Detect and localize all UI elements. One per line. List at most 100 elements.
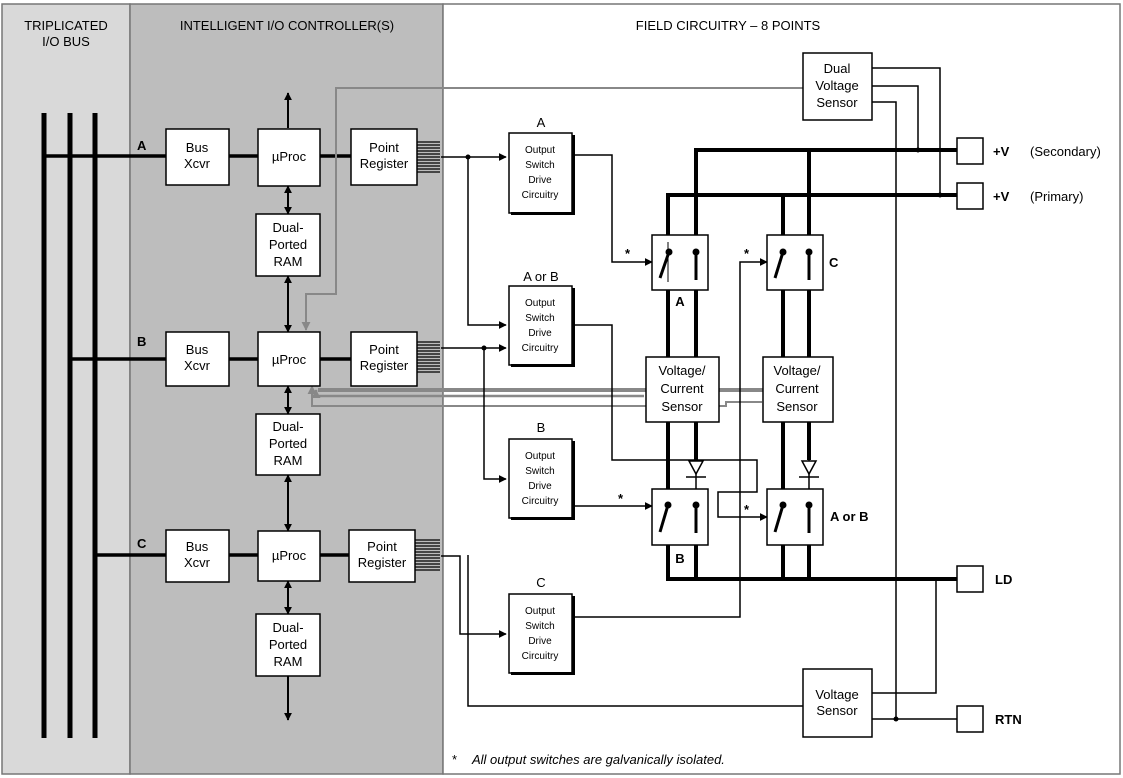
- svg-text:µProc: µProc: [272, 352, 307, 367]
- svg-text:B: B: [675, 551, 684, 566]
- channel-b-label: B: [137, 334, 146, 349]
- svg-text:Output: Output: [525, 145, 555, 156]
- svg-text:Switch: Switch: [525, 466, 554, 477]
- terminal-ld: LD: [956, 565, 1012, 593]
- svg-text:Output: Output: [525, 451, 555, 462]
- svg-text:A: A: [537, 115, 546, 130]
- switch-c: C: [766, 234, 839, 291]
- bus-xcvr-c: Bus Xcvr: [165, 529, 230, 583]
- svg-text:Bus: Bus: [186, 140, 209, 155]
- bus-header-line-1: TRIPLICATED: [24, 18, 108, 33]
- svg-text:Xcvr: Xcvr: [184, 156, 211, 171]
- svg-text:Dual: Dual: [824, 61, 851, 76]
- svg-text:Ported: Ported: [269, 436, 307, 451]
- svg-text:Ported: Ported: [269, 637, 307, 652]
- uproc-c: µProc: [257, 530, 321, 582]
- svg-text:A: A: [675, 294, 685, 309]
- power-rails: [666, 148, 957, 581]
- drive-circuit-a: A Output Switch Drive Circuitry: [508, 115, 575, 215]
- svg-text:Output: Output: [525, 298, 555, 309]
- svg-text:Dual-: Dual-: [272, 220, 303, 235]
- register-output-lines: [415, 141, 440, 571]
- svg-text:Sensor: Sensor: [816, 95, 858, 110]
- terminal-v-primary: +V (Primary): [956, 182, 1083, 210]
- switch-control-lines: [575, 154, 768, 618]
- svg-text:Circuitry: Circuitry: [522, 651, 559, 662]
- asterisk-mark: *: [744, 502, 750, 517]
- point-register-c: Point Register: [348, 529, 416, 583]
- bus-header-line-2: I/O BUS: [42, 34, 90, 49]
- vi-sensor-right: Voltage/ Current Sensor: [762, 356, 834, 423]
- bus-xcvr-b: Bus Xcvr: [165, 331, 230, 387]
- svg-text:RAM: RAM: [274, 654, 303, 669]
- diode-ab: [799, 460, 819, 489]
- bus-xcvr-a: Bus Xcvr: [165, 128, 230, 186]
- svg-text:A or B: A or B: [523, 269, 558, 284]
- controller-header: INTELLIGENT I/O CONTROLLER(S): [180, 18, 394, 33]
- svg-text:Sensor: Sensor: [816, 703, 858, 718]
- svg-text:Output: Output: [525, 606, 555, 617]
- svg-text:Drive: Drive: [528, 175, 552, 186]
- uproc-b: µProc: [257, 331, 321, 387]
- svg-text:RTN: RTN: [995, 712, 1022, 727]
- svg-text:Drive: Drive: [528, 328, 552, 339]
- svg-text:Switch: Switch: [525, 160, 554, 171]
- svg-text:Bus: Bus: [186, 342, 209, 357]
- svg-text:Xcvr: Xcvr: [184, 555, 211, 570]
- asterisk-mark: *: [625, 246, 631, 261]
- diode-b: [686, 460, 706, 489]
- junction-dot: [481, 345, 487, 351]
- footnote-text: All output switches are galvanically iso…: [471, 752, 725, 767]
- junction-dot: [937, 192, 943, 198]
- terminal-v-secondary: +V (Secondary): [956, 137, 1101, 165]
- svg-text:Switch: Switch: [525, 313, 554, 324]
- drive-circuit-a-or-b: A or B Output Switch Drive Circuitry: [508, 269, 575, 367]
- asterisk-mark: *: [744, 246, 750, 261]
- svg-text:Circuitry: Circuitry: [522, 343, 559, 354]
- junction-dot: [465, 154, 471, 160]
- svg-text:C: C: [829, 255, 839, 270]
- svg-text:Sensor: Sensor: [776, 399, 818, 414]
- svg-text:RAM: RAM: [274, 254, 303, 269]
- svg-text:Register: Register: [358, 555, 407, 570]
- drive-signal-lines: [441, 153, 803, 707]
- dual-voltage-sensor: Dual Voltage Sensor: [802, 52, 873, 121]
- bus-panel: [1, 3, 131, 775]
- asterisk-mark: *: [618, 491, 624, 506]
- svg-text:Switch: Switch: [525, 621, 554, 632]
- svg-text:Ported: Ported: [269, 237, 307, 252]
- sensor-lines: [872, 67, 957, 720]
- svg-text:(Secondary): (Secondary): [1030, 144, 1101, 159]
- svg-text:Dual-: Dual-: [272, 620, 303, 635]
- ram-b: Dual- Ported RAM: [255, 413, 321, 476]
- switch-a-or-b: A or B: [766, 488, 869, 546]
- svg-text:Point: Point: [369, 140, 399, 155]
- svg-text:Point: Point: [369, 342, 399, 357]
- svg-text:A or B: A or B: [830, 509, 869, 524]
- svg-text:Voltage/: Voltage/: [774, 363, 821, 378]
- channel-c-label: C: [137, 536, 147, 551]
- voltage-sensor: Voltage Sensor: [802, 668, 873, 738]
- drive-circuit-b: B Output Switch Drive Circuitry: [508, 420, 575, 520]
- svg-text:Xcvr: Xcvr: [184, 358, 211, 373]
- svg-text:Voltage/: Voltage/: [659, 363, 706, 378]
- svg-text:LD: LD: [995, 572, 1012, 587]
- ram-c: Dual- Ported RAM: [255, 613, 321, 677]
- svg-text:Current: Current: [775, 381, 819, 396]
- ram-a: Dual- Ported RAM: [255, 213, 321, 277]
- vi-sensor-left: Voltage/ Current Sensor: [645, 356, 720, 423]
- svg-text:Point: Point: [367, 539, 397, 554]
- channel-a-label: A: [137, 138, 147, 153]
- footnote-star: *: [452, 752, 457, 767]
- svg-text:µProc: µProc: [272, 548, 307, 563]
- svg-text:RAM: RAM: [274, 453, 303, 468]
- svg-text:Circuitry: Circuitry: [522, 496, 559, 507]
- svg-text:C: C: [536, 575, 545, 590]
- svg-text:Bus: Bus: [186, 539, 209, 554]
- field-header: FIELD CIRCUITRY – 8 POINTS: [636, 18, 821, 33]
- sensor-feedback-lines: [301, 87, 803, 407]
- junction-dot: [915, 147, 921, 153]
- switch-a: A: [651, 234, 709, 309]
- terminal-rtn: RTN: [956, 705, 1022, 733]
